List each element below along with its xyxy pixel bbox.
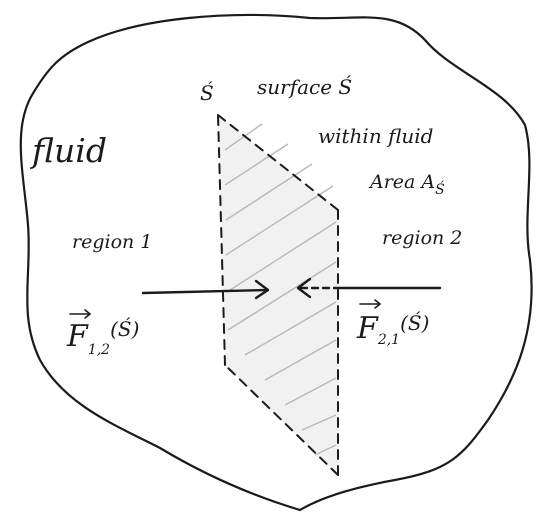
fluid-boundary xyxy=(19,13,533,512)
f21-letter: F xyxy=(356,311,379,346)
label-surface-title: surface Ś xyxy=(257,75,352,99)
label-fluid: fluid xyxy=(29,131,107,170)
surface-hatching xyxy=(224,123,337,456)
label-area-subscript: Ś xyxy=(435,180,445,198)
label-region-1: region 1 xyxy=(72,231,152,253)
f12-argument: (Ś) xyxy=(110,317,139,341)
force-arrow-left xyxy=(296,277,442,299)
f21-argument: (Ś) xyxy=(400,311,429,335)
force-label-f12: F1,2(Ś) xyxy=(66,309,139,358)
svg-text:F1,2(Ś): F1,2(Ś) xyxy=(66,317,139,358)
svg-text:F2,1(Ś): F2,1(Ś) xyxy=(356,311,429,348)
f21-subscript: 2,1 xyxy=(377,332,400,348)
label-surface-symbol: Ś xyxy=(200,81,214,105)
surface-outline xyxy=(217,114,339,476)
surface-area-shading xyxy=(218,115,338,475)
force-label-f21: F2,1(Ś) xyxy=(356,299,429,348)
label-within-fluid: within fluid xyxy=(318,124,434,148)
label-area-text: Area A xyxy=(368,171,435,193)
force-arrow-right xyxy=(141,279,270,300)
label-area: Area AŚ xyxy=(368,171,445,198)
f12-subscript: 1,2 xyxy=(88,342,110,358)
label-region-2: region 2 xyxy=(382,227,462,249)
f12-letter: F xyxy=(66,319,89,354)
